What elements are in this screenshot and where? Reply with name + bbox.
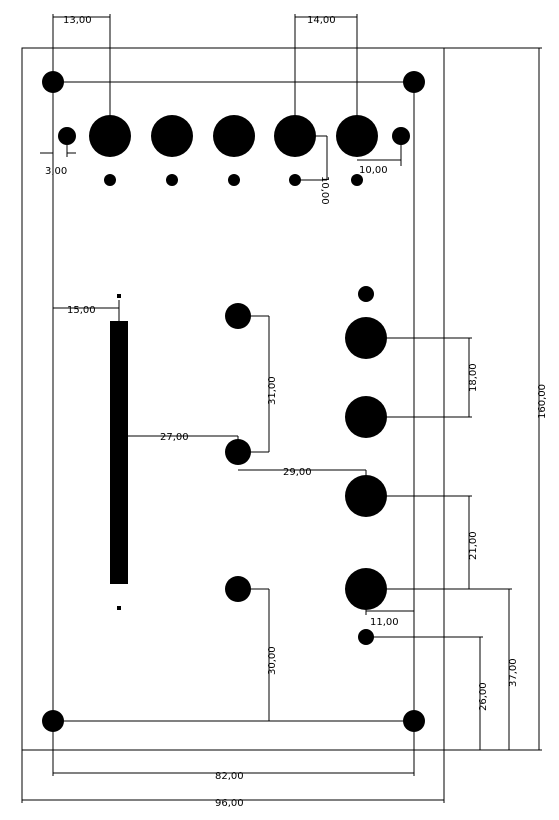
dim-label-29: 29,00 (283, 467, 312, 478)
slot-mark-top (117, 294, 121, 298)
dim-label-96: 96,00 (215, 798, 244, 809)
dim-label-82: 82,00 (215, 771, 244, 782)
dim-label-27: 27,00 (160, 432, 189, 443)
top-hole-2 (151, 115, 193, 157)
top-side-hole-left (58, 127, 76, 145)
dim-label-26: 26,00 (478, 682, 489, 711)
led-hole-3 (228, 174, 240, 186)
dim-label-10-horizontal: 10,00 (359, 165, 388, 176)
right-small-hole-top (358, 286, 374, 302)
led-hole-1 (104, 174, 116, 186)
corner-hole-top-right (403, 71, 425, 93)
dim-label-21: 21,00 (468, 531, 479, 560)
led-hole-2 (166, 174, 178, 186)
dim-label-13: 13,00 (63, 15, 92, 26)
dim-label-37: 37,00 (508, 658, 519, 687)
mounting-hole-rect (52, 81, 415, 722)
dim-label-11: 11,00 (370, 617, 399, 628)
top-hole-3 (213, 115, 255, 157)
dim-label-31: 31,00 (267, 376, 278, 405)
dim-label-15: 15,00 (67, 305, 96, 316)
panel-outline (21, 47, 445, 751)
dim-label-30: 30,00 (267, 646, 278, 675)
dim-label-3: 3,00 (45, 166, 67, 177)
dim-label-14: 14,00 (307, 15, 336, 26)
slot-mark-bottom (117, 606, 121, 610)
dim-label-10-vertical: 10,00 (319, 176, 330, 205)
fader-slot (110, 321, 128, 584)
led-hole-5 (351, 174, 363, 186)
dim-label-18: 18,00 (468, 363, 479, 392)
dimension-lines (21, 14, 542, 803)
dim-label-160: 160,00 (537, 384, 548, 419)
